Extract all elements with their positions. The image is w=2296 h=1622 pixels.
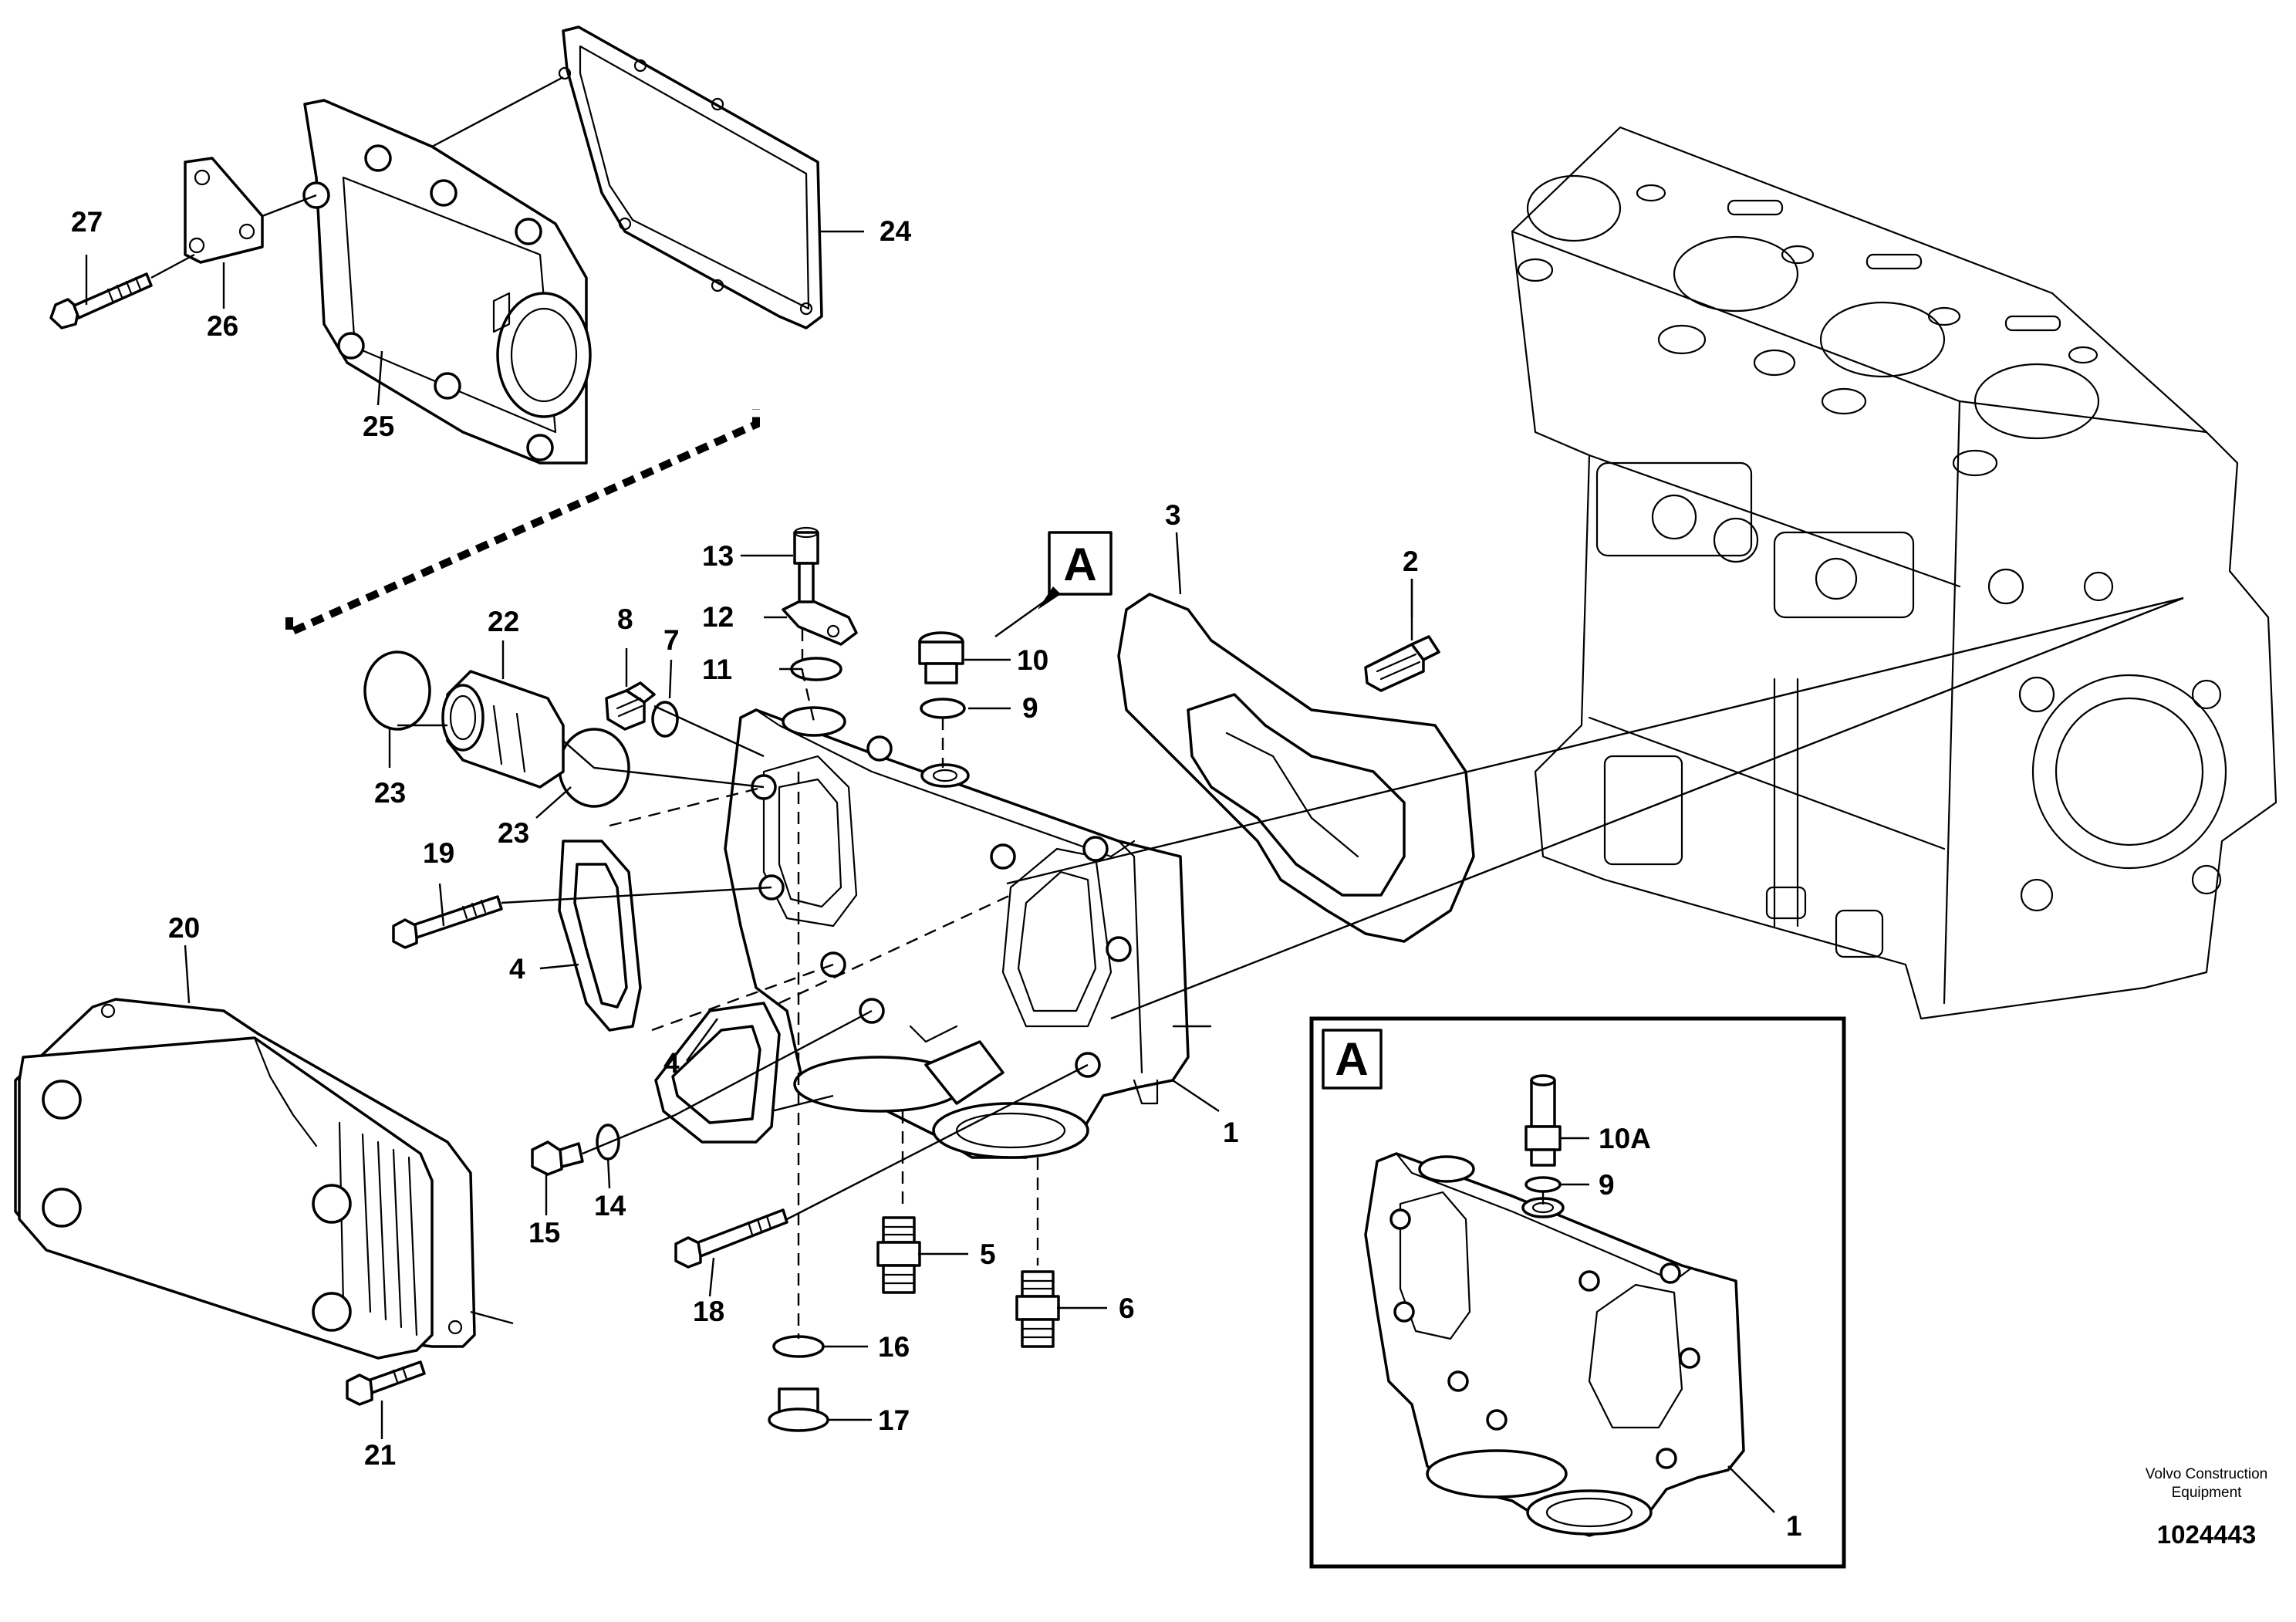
detail-label-1: 1 xyxy=(1786,1510,1802,1542)
plug-8 xyxy=(605,681,656,731)
bolt-18 xyxy=(674,1208,788,1269)
detail-box-title: A xyxy=(1335,1033,1368,1085)
document-number: 1024443 xyxy=(2157,1520,2256,1549)
label-16: 16 xyxy=(878,1331,910,1363)
gasket-24 xyxy=(558,25,823,329)
seal-16 xyxy=(772,1335,825,1358)
filter-housing-1 xyxy=(724,706,1190,1159)
label-4a: 4 xyxy=(509,953,525,985)
label-23b: 23 xyxy=(498,817,529,849)
label-19: 19 xyxy=(423,837,454,869)
label-10: 10 xyxy=(1017,644,1048,676)
plug-15 xyxy=(531,1140,584,1176)
gasket-3 xyxy=(1117,593,1475,943)
engine-block-drawing xyxy=(1511,126,2277,1020)
label-7: 7 xyxy=(663,624,680,656)
assembly-guide-line xyxy=(285,409,760,639)
label-13: 13 xyxy=(702,540,734,572)
nipple-6 xyxy=(1015,1270,1060,1348)
sleeve-22 xyxy=(441,670,565,789)
label-27: 27 xyxy=(71,206,103,238)
label-11: 11 xyxy=(702,654,732,685)
plug-10 xyxy=(918,631,964,684)
bracket-26 xyxy=(184,157,264,264)
label-23a: 23 xyxy=(374,777,406,809)
label-17: 17 xyxy=(878,1404,910,1436)
label-18: 18 xyxy=(693,1296,724,1327)
label-6: 6 xyxy=(1119,1293,1135,1324)
label-12: 12 xyxy=(702,601,734,633)
callout-letter: A xyxy=(1063,539,1096,590)
nipple-5 xyxy=(876,1216,921,1294)
credit-line-2: Equipment xyxy=(2172,1485,2243,1501)
gasket-4a xyxy=(558,840,642,1032)
label-14: 14 xyxy=(594,1190,626,1222)
seal-9 xyxy=(920,698,966,719)
label-1: 1 xyxy=(1223,1117,1239,1148)
part-labels: 1 2 3 4 4 5 6 7 8 9 10 11 12 13 14 15 16… xyxy=(71,206,1419,1471)
plate-12 xyxy=(782,596,858,646)
oil-cooler-20 xyxy=(14,998,476,1360)
detail-a-box: A 10A 9 1 xyxy=(1309,1016,1846,1569)
credit-line-1: Volvo Construction xyxy=(2146,1466,2267,1482)
label-5: 5 xyxy=(980,1238,996,1270)
label-4b: 4 xyxy=(663,1047,680,1079)
label-21: 21 xyxy=(364,1439,396,1471)
label-20: 20 xyxy=(168,912,200,944)
bolt-21 xyxy=(346,1360,426,1406)
plug-2 xyxy=(1364,635,1440,692)
cover-plate-25 xyxy=(302,99,592,465)
label-3: 3 xyxy=(1165,499,1181,531)
assembly-axis-to-block xyxy=(1006,596,2184,885)
detail-callout-a: A xyxy=(994,531,1113,637)
bolt-27 xyxy=(49,272,153,329)
label-26: 26 xyxy=(207,310,238,342)
o-ring-23a xyxy=(363,650,431,731)
screw-13 xyxy=(793,526,819,603)
label-9: 9 xyxy=(1022,692,1038,724)
seal-7 xyxy=(651,701,679,738)
dashed-assembly-lines xyxy=(609,629,1039,1339)
bolt-19 xyxy=(392,895,503,949)
label-2: 2 xyxy=(1403,546,1419,577)
label-24: 24 xyxy=(880,215,912,247)
plug-17 xyxy=(768,1387,829,1432)
label-8: 8 xyxy=(617,603,633,635)
footer: Volvo Construction Equipment 1024443 xyxy=(2146,1466,2267,1549)
detail-label-9: 9 xyxy=(1599,1169,1615,1201)
label-25: 25 xyxy=(363,411,394,442)
label-leaders xyxy=(85,230,1413,1439)
gasket-4b xyxy=(654,1002,781,1144)
detail-label-10a: 10A xyxy=(1599,1123,1651,1154)
label-22: 22 xyxy=(488,606,519,637)
label-15: 15 xyxy=(528,1217,560,1249)
solid-assembly-lines xyxy=(397,705,1211,1325)
